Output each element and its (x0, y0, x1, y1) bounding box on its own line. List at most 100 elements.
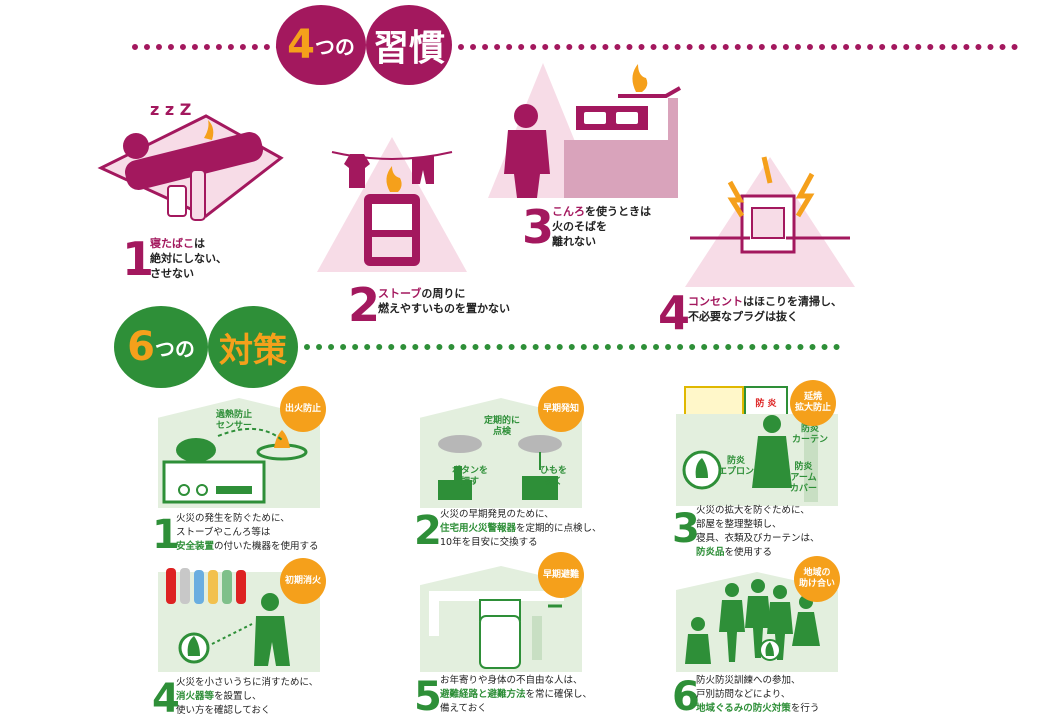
habit3-caption: こんろを使うときは 火のそばを 離れない (552, 204, 651, 249)
habits-title-num: 4 (287, 22, 315, 68)
measure3-number: 3 (672, 506, 700, 552)
measure3-illustration (682, 415, 818, 502)
habits-title-tsu: つの (314, 34, 355, 59)
measure5-illustration (429, 591, 564, 669)
measure3-sign-left (684, 386, 744, 418)
measure3-badge-b: 拡大防止 (794, 403, 831, 413)
measure2-label-button: ボタンを 押す (452, 466, 488, 488)
habit2-rest1: の周りに (421, 287, 466, 300)
measure6-caption: 防火防災訓練への参加、 戸別訪問などにより、 地域ぐるみの防火対策を行う (696, 674, 819, 716)
measure4-badge: 初期消火 (280, 558, 326, 604)
measure3-sign-right: 防 炎 (744, 386, 788, 418)
measure2-rest2: を定期的に点検し、 (516, 523, 602, 534)
measure4-illustration (166, 568, 290, 666)
measure6-badge-b: 助け合い (798, 579, 835, 589)
measure5-caption: お年寄りや身体の不自由な人は、 避難経路と避難方法を常に確保し、 備えておく (440, 674, 592, 716)
habit1-number: 1 (122, 232, 155, 286)
habit3-line3: 離れない (552, 235, 596, 248)
habit1-line2: 絶対にしない、 (150, 252, 227, 265)
measure4-line1: 火災を小さいうちに消すために、 (176, 677, 319, 688)
measure1-caption: 火災の発生を防ぐために、 ストーブやこんろ等は 安全装置の付いた機器を使用する (176, 512, 319, 554)
habits-title-badge-word: 習慣 (366, 5, 452, 85)
habit4-rest1: はほこりを清掃し、 (743, 295, 842, 308)
habit3-line2: 火のそばを (552, 220, 607, 233)
habit3-number: 3 (522, 200, 555, 254)
measures-divider (304, 344, 840, 350)
measure3-curtain-a: 防炎 (801, 424, 820, 434)
measure5-number: 5 (414, 674, 442, 720)
measure3-label-curtain: 防炎 カーテン (792, 424, 828, 446)
measure2-str-a: ひもを (540, 466, 568, 476)
habits-title-badge-num: 4 つの (276, 5, 366, 85)
measure2-btn-b: 押す (461, 477, 480, 487)
measure6-rest3: を行う (790, 703, 820, 714)
habits-title-word: 習慣 (372, 28, 445, 69)
measure4-caption: 火災を小さいうちに消すために、 消火器等を設置し、 使い方を確認しておく (176, 676, 318, 718)
habit2-illustration (317, 137, 467, 272)
measure2-label-inspect: 定期的に 点検 (484, 416, 520, 438)
measure6-line1: 防火防災訓練への参加、 (696, 675, 801, 686)
measure6-highlight: 地域ぐるみの防火対策 (696, 703, 791, 714)
habit4-line2: 不必要なプラグは抜く (688, 310, 798, 323)
habit1-illustration (97, 114, 284, 221)
habit4-number: 4 (658, 286, 691, 340)
habit3-rest1: を使うときは (585, 205, 651, 218)
measure5-highlight: 避難経路と避難方法 (440, 689, 526, 700)
habit1-line3: させない (150, 267, 194, 280)
measure5-badge: 早期避難 (538, 552, 584, 598)
measure6-line2: 戸別訪問などにより、 (696, 689, 791, 700)
measure3-badge-a: 延焼 (803, 392, 822, 402)
measure4-number: 4 (152, 676, 180, 722)
habit2-caption: ストーブの周りに 燃えやすいものを置かない (378, 286, 510, 316)
measure3-label-apron: 防炎 エプロン (718, 456, 754, 478)
habit4-caption: コンセントはほこりを清掃し、 不必要なプラグは抜く (688, 294, 842, 324)
measure2-number: 2 (414, 508, 442, 554)
habit1-zzz: z z Z (150, 100, 192, 119)
measure3-badge: 延焼 拡大防止 (790, 380, 836, 426)
measure6-badge: 地域の 助け合い (794, 556, 840, 602)
habits-divider-right (458, 44, 1018, 50)
measure1-label-a: 過熱防止 (216, 410, 253, 420)
measure1-number: 1 (152, 512, 180, 558)
measure2-line1: 火災の早期発見のために、 (440, 509, 554, 520)
habit1-rest1: は (194, 237, 205, 250)
habit4-illustration (685, 156, 855, 287)
measure5-line1: お年寄りや身体の不自由な人は、 (440, 675, 583, 686)
measure3-line2: 部屋を整理整頓し、 (696, 519, 782, 530)
measure3-curtain-b: カーテン (792, 435, 829, 445)
measure3-sign-label: 防 炎 (755, 398, 777, 409)
measure1-line1: 火災の発生を防ぐために、 (176, 513, 290, 524)
measure2-btn-a: ボタンを (452, 466, 489, 476)
measures-title-word: 対策 (219, 330, 287, 371)
measure6-number: 6 (672, 674, 700, 720)
measures-title-tsu: つの (154, 336, 195, 361)
habits-divider-left (132, 44, 282, 50)
measure3-caption: 火災の拡大を防ぐために、 部屋を整理整頓し、 寝具、衣類及びカーテンは、 防炎品… (696, 504, 820, 560)
measure4-highlight: 消火器等 (176, 691, 215, 702)
measure1-illustration (162, 427, 308, 504)
measure2-badge: 早期発知 (538, 386, 584, 432)
measure1-highlight: 安全装置 (176, 541, 215, 552)
measure2-line3: 10年を目安に交換する (440, 537, 538, 548)
measure3-apron-b: エプロン (718, 467, 755, 477)
measure3-arm-a: 防炎 (794, 462, 813, 472)
measure1-label-b: センサー (216, 421, 253, 431)
habit2-number: 2 (348, 278, 381, 332)
measure1-rest3: の付いた機器を使用する (214, 541, 319, 552)
measure2-illustration (438, 435, 562, 500)
measures-title-num: 6 (127, 324, 155, 370)
measure5-rest2: を常に確保し、 (525, 689, 593, 700)
habit2-line2: 燃えやすいものを置かない (378, 302, 510, 315)
measure3-rest4: を使用する (724, 547, 773, 558)
measure2-caption: 火災の早期発見のために、 住宅用火災警報器を定期的に点検し、 10年を目安に交換… (440, 508, 602, 550)
habit2-highlight: ストーブ (378, 287, 422, 300)
measure3-line3: 寝具、衣類及びカーテンは、 (696, 533, 820, 544)
measure1-label-sensor: 過熱防止 センサー (216, 410, 252, 432)
habit4-highlight: コンセント (688, 295, 743, 308)
measure3-arm-b: アーム (790, 473, 817, 483)
habit1-highlight: 寝たばこ (150, 237, 194, 250)
measures-title-badge-word: 対策 (208, 306, 298, 388)
habit3-highlight: こんろ (552, 205, 585, 218)
measure5-line3: 備えておく (440, 703, 487, 714)
habit3-illustration (488, 63, 681, 198)
